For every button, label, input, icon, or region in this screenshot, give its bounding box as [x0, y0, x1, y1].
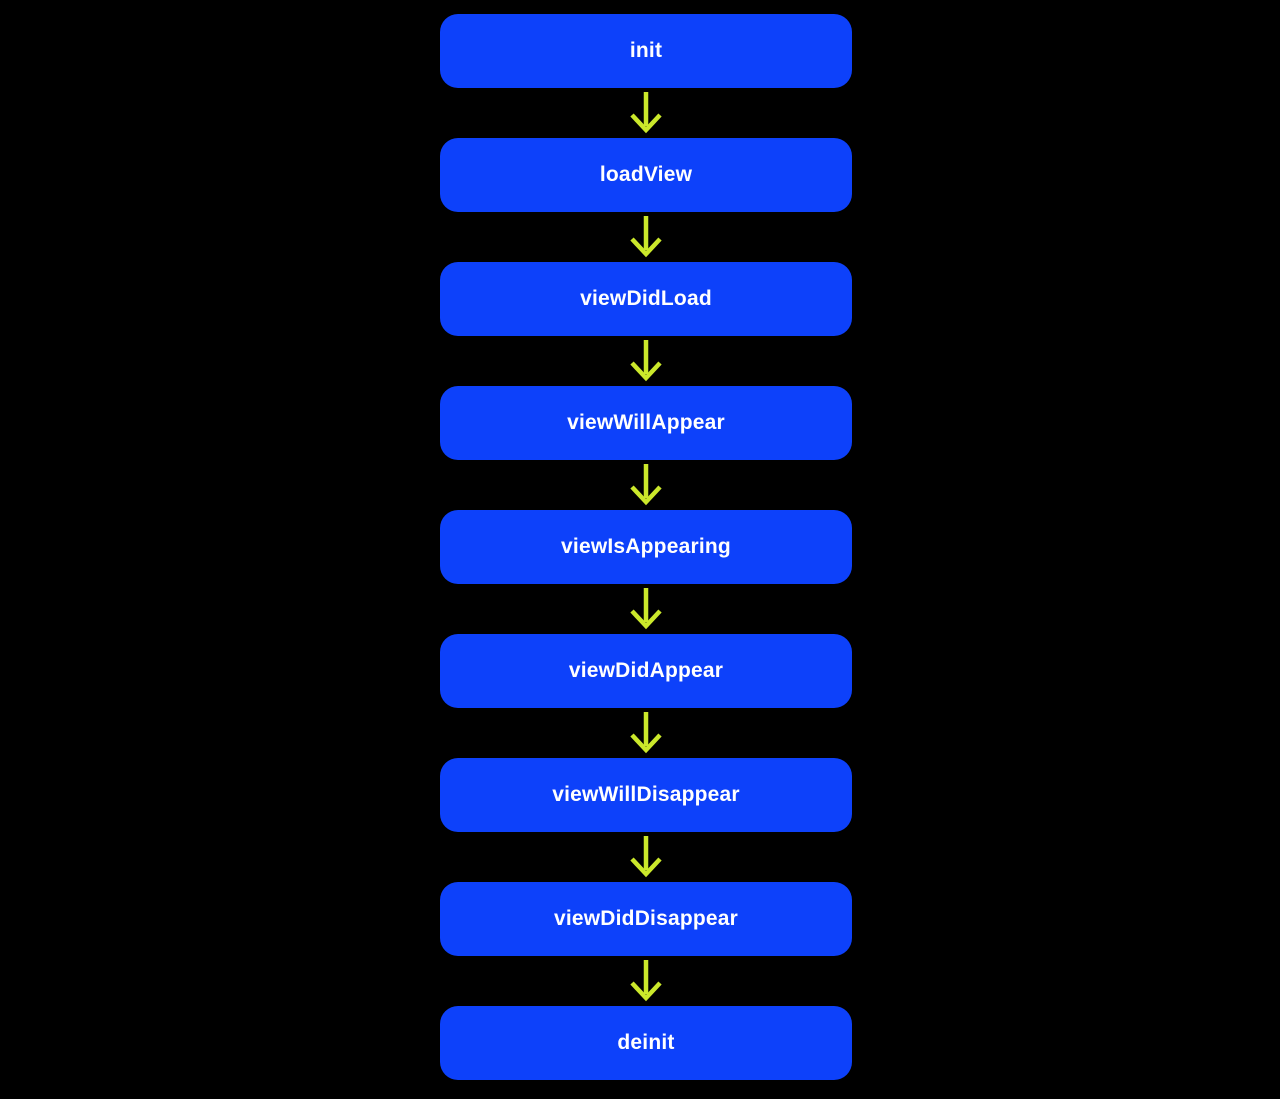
- node-init-label: init: [629, 39, 663, 62]
- arrow-down-icon: [626, 956, 666, 1006]
- node-viewdidload-label: viewDidLoad: [580, 287, 712, 310]
- arrow-down-icon: [626, 336, 666, 386]
- node-loadview: loadView: [440, 138, 852, 212]
- node-viewisappearing: viewIsAppearing: [440, 510, 852, 584]
- node-viewdidappear-label: viewDidAppear: [568, 659, 724, 682]
- arrow-down-icon: [626, 88, 666, 138]
- node-viewwillappear-label: viewWillAppear: [567, 411, 725, 434]
- node-loadview-label: loadView: [599, 163, 693, 186]
- node-deinit: deinit: [440, 1006, 852, 1080]
- lifecycle-flowchart: init loadView viewDidLoad viewWillAppear: [440, 14, 852, 1080]
- arrow-down-icon: [626, 832, 666, 882]
- node-viewwillappear: viewWillAppear: [440, 386, 852, 460]
- node-init: init: [440, 14, 852, 88]
- arrow-down-icon: [626, 584, 666, 634]
- arrow-down-icon: [626, 460, 666, 510]
- arrow-down-icon: [626, 708, 666, 758]
- node-viewdiddisappear: viewDidDisappear: [440, 882, 852, 956]
- node-viewdidappear: viewDidAppear: [440, 634, 852, 708]
- node-viewdidload: viewDidLoad: [440, 262, 852, 336]
- node-deinit-label: deinit: [617, 1031, 675, 1054]
- arrow-down-icon: [626, 212, 666, 262]
- node-viewwilldisappear: viewWillDisappear: [440, 758, 852, 832]
- node-viewisappearing-label: viewIsAppearing: [561, 535, 731, 558]
- node-viewwilldisappear-label: viewWillDisappear: [552, 783, 740, 806]
- node-viewdiddisappear-label: viewDidDisappear: [553, 907, 739, 930]
